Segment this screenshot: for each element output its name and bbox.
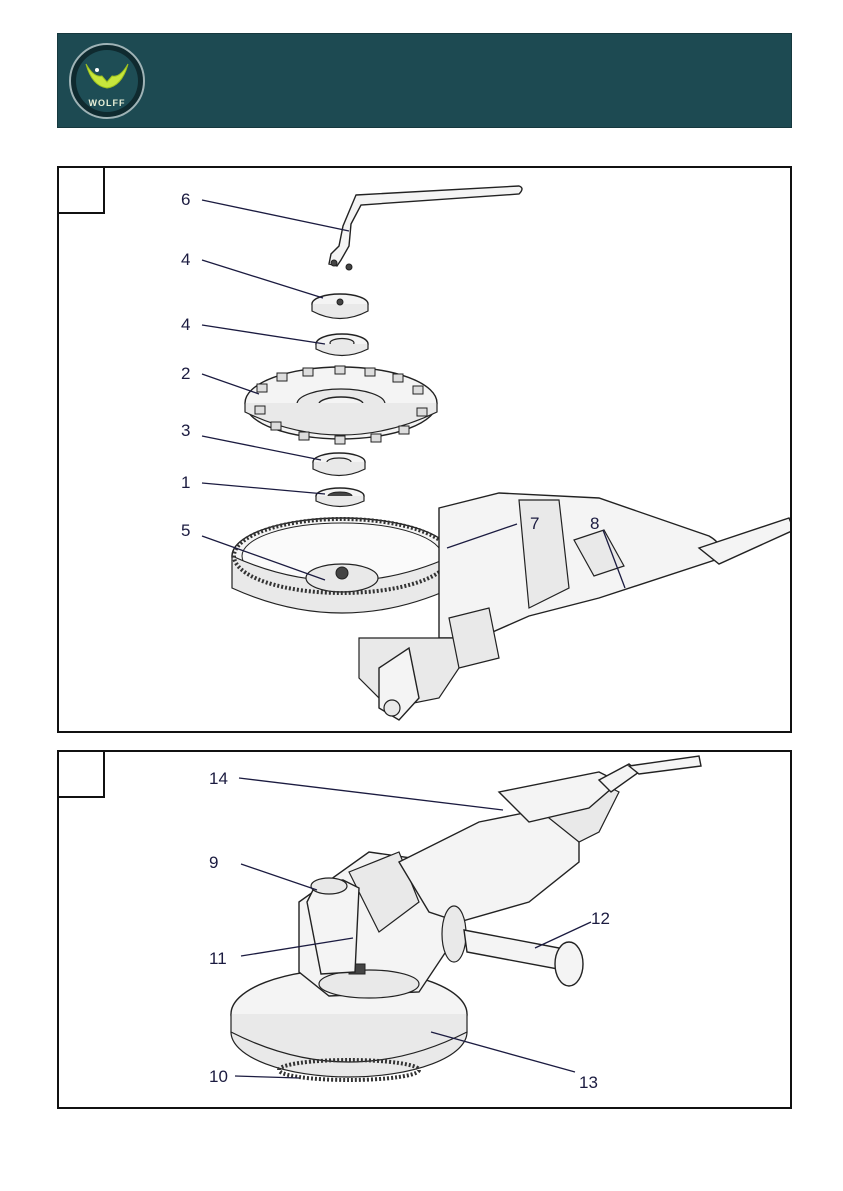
cutter-disc bbox=[245, 366, 437, 444]
callout-label-10: 10 bbox=[209, 1067, 228, 1086]
callout-label-8: 8 bbox=[590, 514, 599, 533]
figure-panel-exploded-view: 6 4 4 2 3 1 5 7 8 bbox=[57, 166, 792, 733]
callout-label-11: 11 bbox=[209, 949, 227, 968]
logo-text: WOLFF bbox=[68, 98, 146, 108]
callout-label-2: 2 bbox=[181, 364, 190, 383]
callout-label-1: 1 bbox=[181, 473, 190, 492]
callout-label-12: 12 bbox=[591, 909, 610, 928]
callout-label-4-flange: 4 bbox=[181, 315, 190, 334]
spacer-ring bbox=[313, 453, 365, 476]
callout-label-5: 5 bbox=[181, 521, 190, 540]
assembled-view-drawing: 14 9 11 12 10 13 bbox=[59, 752, 790, 1107]
callout-label-6: 6 bbox=[181, 190, 190, 209]
wolff-logo: WOLFF bbox=[68, 42, 146, 120]
grinder-body bbox=[359, 493, 790, 720]
figure-panel-assembled-view: 14 9 11 12 10 13 bbox=[57, 750, 792, 1109]
exploded-view-drawing: 6 4 4 2 3 1 5 7 8 bbox=[59, 168, 790, 731]
side-handle bbox=[442, 906, 583, 986]
logo-emblem-icon bbox=[68, 42, 146, 120]
callout-label-4-nut: 4 bbox=[181, 250, 190, 269]
bearing-washer bbox=[316, 488, 364, 507]
spanner-wrench bbox=[329, 186, 522, 270]
callout-label-13: 13 bbox=[579, 1073, 598, 1092]
clamping-flange bbox=[316, 334, 368, 356]
guard-assembly bbox=[232, 518, 452, 613]
callout-label-3: 3 bbox=[181, 421, 190, 440]
motor-housing bbox=[399, 756, 701, 922]
header-banner: WOLFF bbox=[57, 33, 792, 128]
callout-label-7: 7 bbox=[530, 514, 539, 533]
callout-label-14: 14 bbox=[209, 769, 228, 788]
callout-label-9: 9 bbox=[209, 853, 218, 872]
